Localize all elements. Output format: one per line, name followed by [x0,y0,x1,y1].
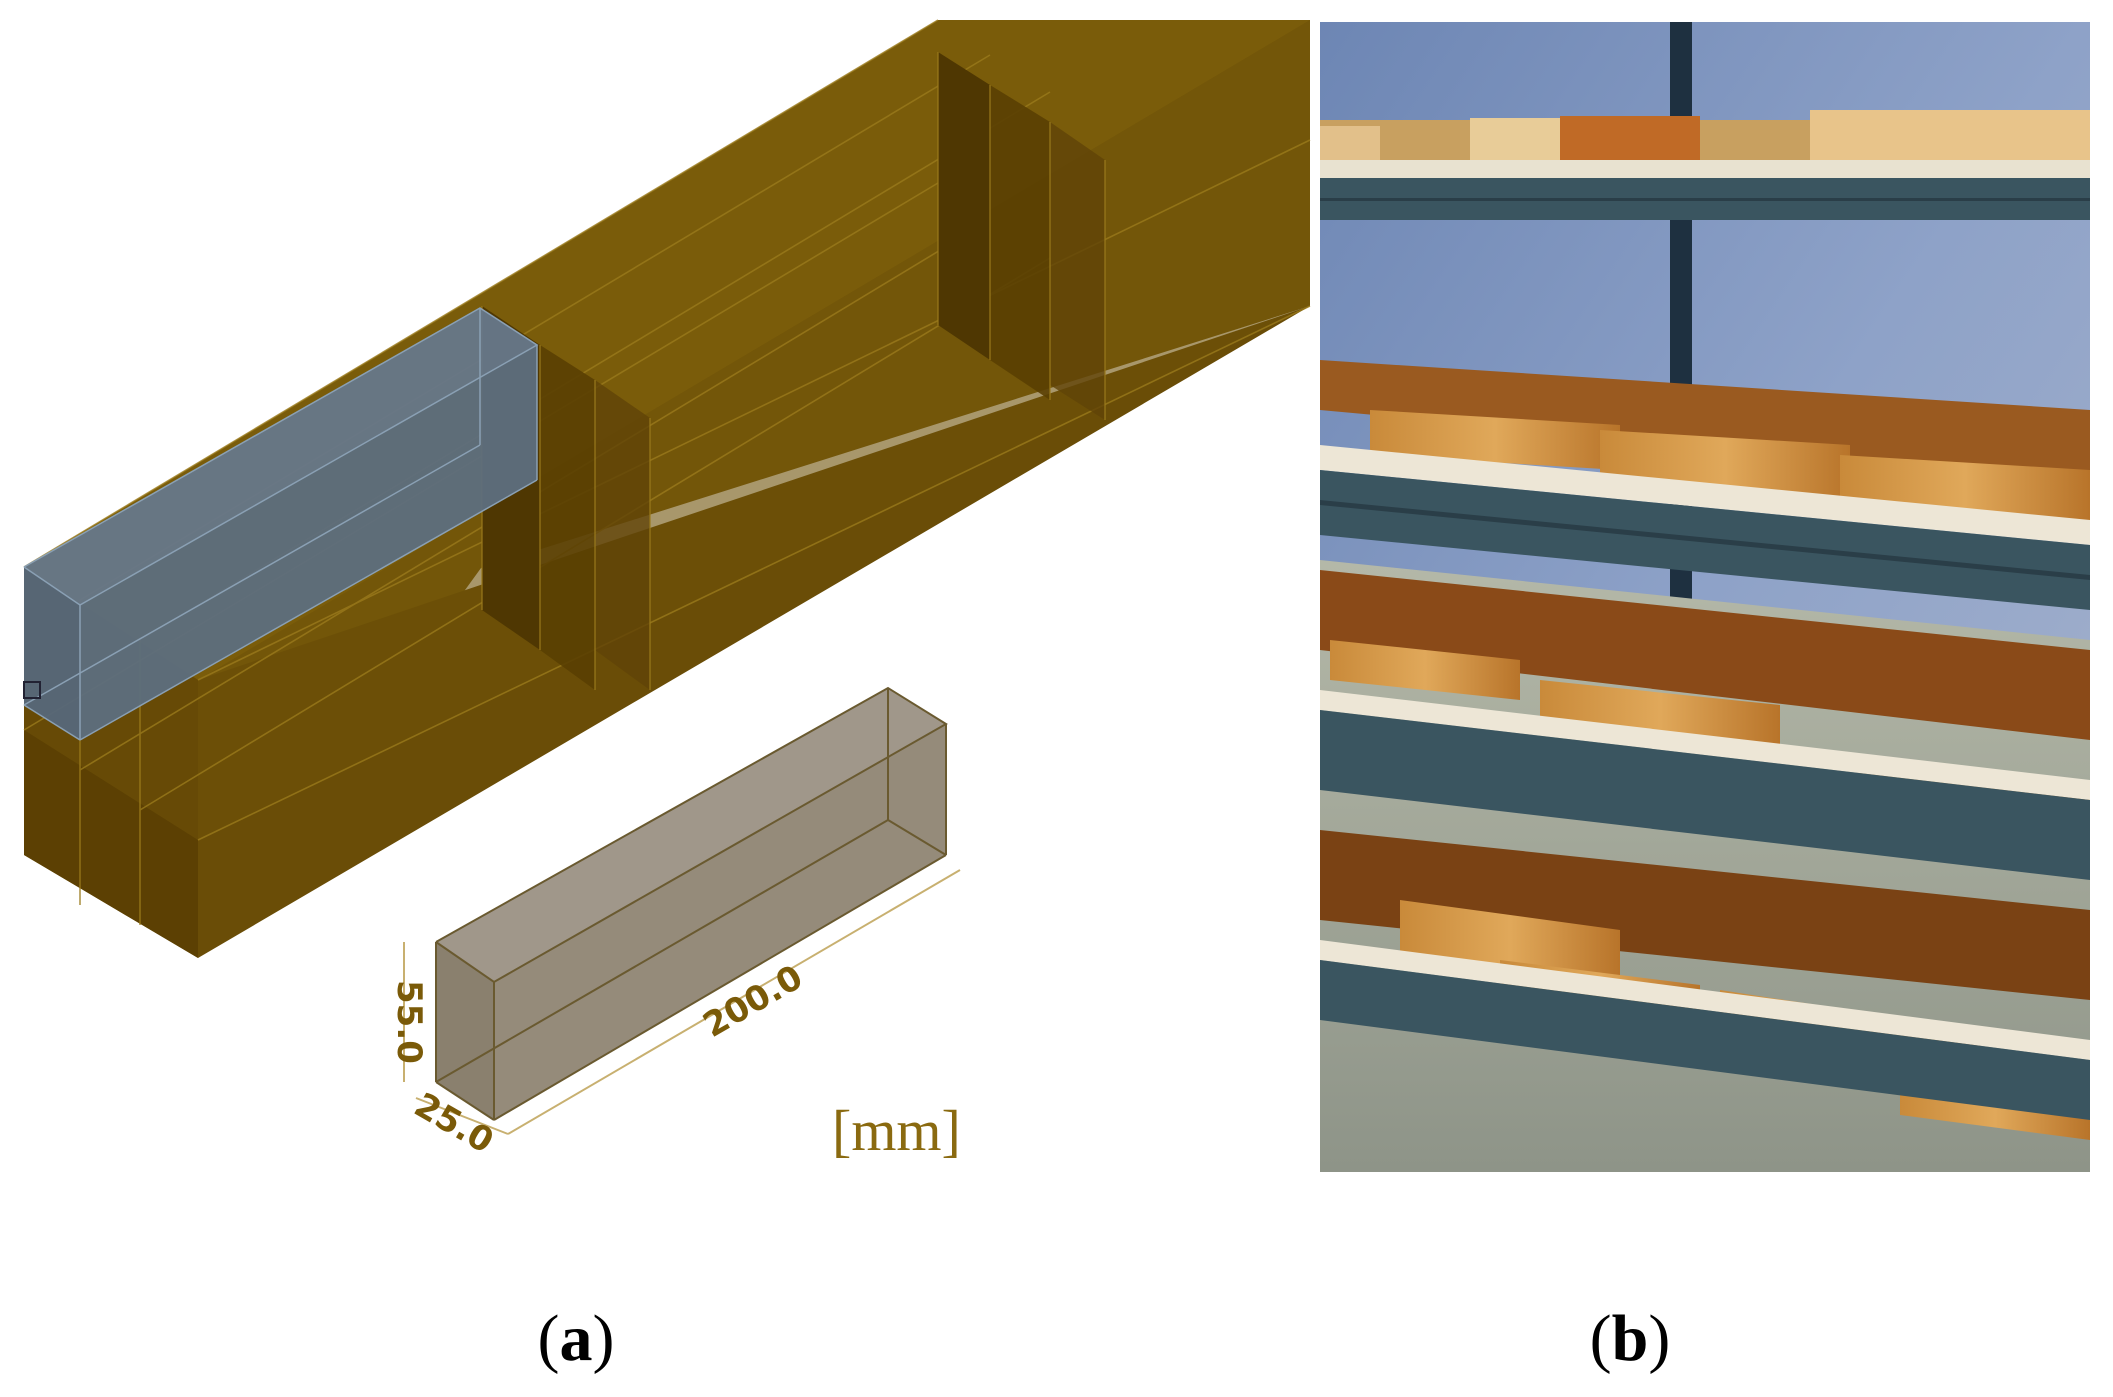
timber-beam [23,19,1311,958]
height-dimension-label: 55.0 [389,980,429,1064]
shelf-3 [1320,570,2090,880]
shelf-1 [1320,110,2090,220]
shelf-2 [1320,360,2090,610]
panel-b-shelf-photo [1320,22,2090,1172]
panel-a-3d-model: 55.0 200.0 25.0 [mm] (a) [23,19,1311,1375]
shelf-4 [1320,830,2090,1140]
cut-specimen [23,307,539,741]
unit-label: [mm] [832,1098,961,1163]
origin-marker [23,681,41,699]
specimen-dimensioned: 55.0 200.0 25.0 [389,686,961,1162]
caption-b: (b) [1590,1302,1671,1375]
beam-long-face [198,20,1310,958]
caption-a: (a) [538,1302,615,1375]
